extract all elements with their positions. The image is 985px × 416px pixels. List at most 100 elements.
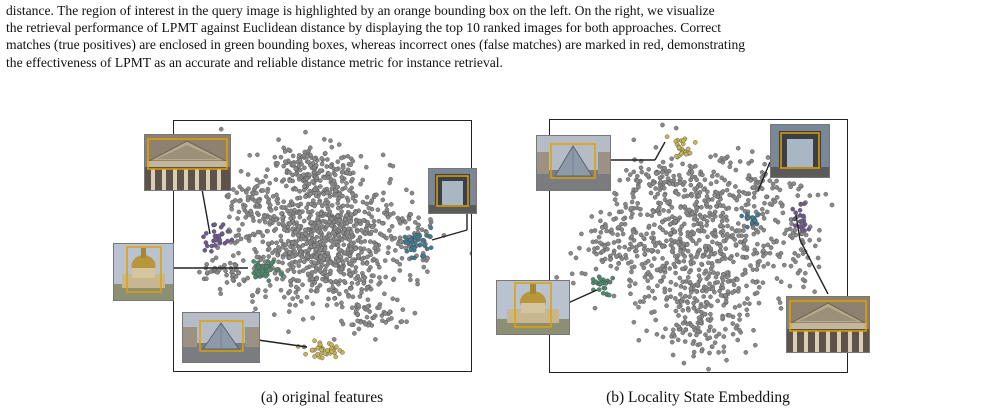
scatter-point (593, 266, 599, 272)
scatter-point (339, 209, 344, 214)
scatter-point (231, 187, 236, 192)
scatter-point (706, 366, 711, 372)
scatter-point (280, 260, 285, 266)
scatter-point (236, 282, 242, 287)
scatter-point (270, 194, 276, 199)
scatter-point (387, 228, 392, 233)
scatter-point (348, 286, 354, 291)
scatter-point (252, 198, 258, 204)
scatter-point (658, 279, 664, 284)
scatter-point (677, 275, 683, 281)
scatter-point (331, 178, 337, 184)
scatter-point (219, 231, 225, 236)
scatter-point (724, 357, 729, 363)
scatter-point (329, 144, 335, 150)
scatter-point (685, 321, 690, 327)
scatter-point (689, 165, 695, 170)
scatter-point (382, 291, 387, 297)
scatter-point (339, 175, 345, 180)
scatter-point (383, 311, 388, 316)
scatter-point (359, 290, 364, 295)
scatter-point (307, 145, 313, 151)
scatter-point (360, 177, 365, 183)
scatter-point (333, 288, 339, 294)
scatter-point (317, 342, 323, 347)
scatter-point (335, 184, 340, 190)
scatter-point (330, 284, 335, 290)
scatter-point (678, 283, 684, 289)
scatter-point (420, 253, 426, 259)
scatter-point (329, 349, 335, 354)
scatter-point (306, 159, 311, 165)
scatter-point (370, 224, 375, 230)
scatter-point (293, 290, 299, 295)
scatter-point (662, 193, 667, 198)
scatter-point (641, 235, 646, 241)
scatter-point (745, 201, 751, 207)
scatter-point (383, 274, 388, 280)
scatter-point (649, 235, 654, 241)
scatter-point (296, 278, 302, 283)
scatter-point (324, 190, 330, 196)
scatter-point (706, 260, 711, 266)
scatter-point (257, 218, 262, 224)
scatter-point (693, 241, 699, 246)
scatter-point (256, 264, 262, 270)
scatter-point (360, 260, 366, 266)
scatter-point (335, 213, 341, 219)
scatter-point (408, 212, 414, 217)
scatter-point (387, 309, 393, 315)
scatter-point (355, 311, 360, 317)
scatter-point (678, 176, 683, 182)
scatter-point (732, 305, 738, 310)
scatter-point (280, 205, 286, 210)
scatter-point (390, 257, 396, 263)
scatter-point (685, 300, 690, 305)
scatter-point (356, 326, 362, 332)
scatter-point (394, 297, 400, 303)
scatter-point (623, 201, 628, 207)
scatter-point (297, 211, 303, 216)
paragraph-line-3: matches (true positives) are enclosed in… (6, 37, 746, 53)
scatter-point (689, 169, 695, 175)
scatter-point (715, 172, 720, 178)
scatter-point (695, 251, 700, 257)
scatter-point (730, 278, 736, 284)
scatter-point (274, 276, 280, 282)
scatter-point (226, 192, 231, 198)
scatter-point (304, 205, 309, 210)
scatter-point (420, 237, 426, 243)
scatter-point (287, 302, 293, 307)
scatter-point (322, 200, 328, 206)
scatter-point (741, 242, 747, 247)
scatter-point (350, 158, 356, 164)
scatter-point (732, 195, 737, 200)
scatter-point (682, 254, 687, 259)
scatter-point (617, 177, 623, 183)
scatter-point (349, 322, 354, 328)
scatter-point (661, 185, 667, 191)
scatter-point (337, 347, 343, 353)
scatter-point (300, 282, 305, 288)
scatter-point (304, 241, 309, 247)
scatter-point (225, 238, 230, 244)
scatter-point (777, 187, 783, 193)
scatter-point (679, 243, 685, 249)
scatter-point (600, 248, 606, 254)
scatter-point (397, 218, 402, 224)
scatter-point (287, 170, 292, 175)
scatter-point (639, 169, 645, 175)
scatter-point (291, 264, 296, 270)
scatter-point (344, 213, 349, 218)
scatter-point (793, 210, 798, 215)
scatter-point (799, 218, 805, 224)
scatter-point (687, 294, 692, 299)
scatter-point (397, 261, 403, 267)
scatter-point (358, 181, 363, 187)
scatter-point (381, 190, 386, 196)
scatter-point (328, 138, 333, 144)
scatter-point (666, 208, 671, 214)
scatter-point (728, 160, 733, 166)
scatter-point (267, 219, 273, 225)
scatter-point (657, 175, 663, 181)
